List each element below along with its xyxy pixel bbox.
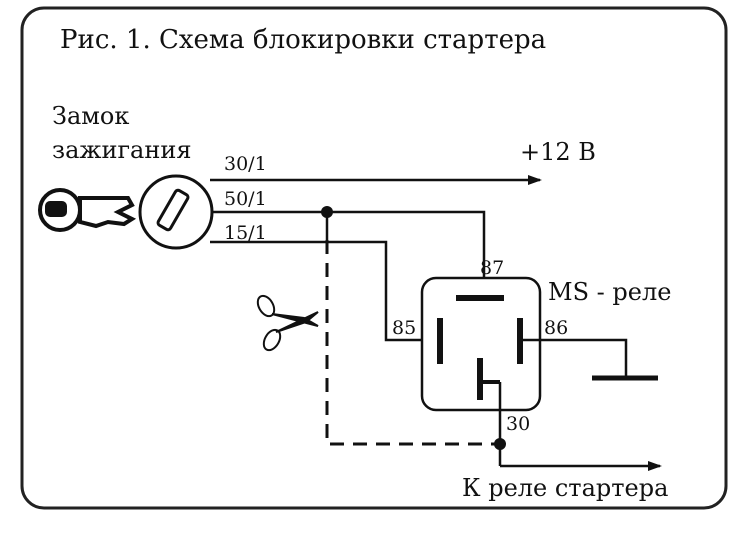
supply-label: +12 В: [520, 138, 596, 166]
relay-label: MS - реле: [548, 278, 671, 306]
diagram-frame: [20, 6, 728, 510]
relay-pin-85: 85: [392, 317, 416, 339]
ignition-label-line2: зажигания: [52, 136, 192, 164]
wire-label-30: 30/1: [224, 153, 267, 175]
scissors-icon: [256, 294, 319, 352]
relay-body: [420, 276, 542, 412]
junction-30: [494, 438, 506, 450]
wire-50: [212, 210, 486, 294]
diagram-title: Рис. 1. Схема блокировки стартера: [60, 25, 546, 55]
wire-15: [210, 240, 432, 342]
wire-label-15: 15/1: [224, 222, 267, 244]
relay-pin-30: 30: [506, 413, 530, 435]
ignition-label-line1: Замок: [52, 102, 129, 130]
relay-pin-87: 87: [480, 257, 504, 279]
relay-pin-86: 86: [544, 317, 568, 339]
key-icon: [38, 188, 137, 232]
output-label: К реле стартера: [462, 474, 668, 502]
wire-86-ground: [520, 338, 628, 378]
ignition-lock: [138, 174, 214, 250]
wire-label-50: 50/1: [224, 188, 267, 210]
